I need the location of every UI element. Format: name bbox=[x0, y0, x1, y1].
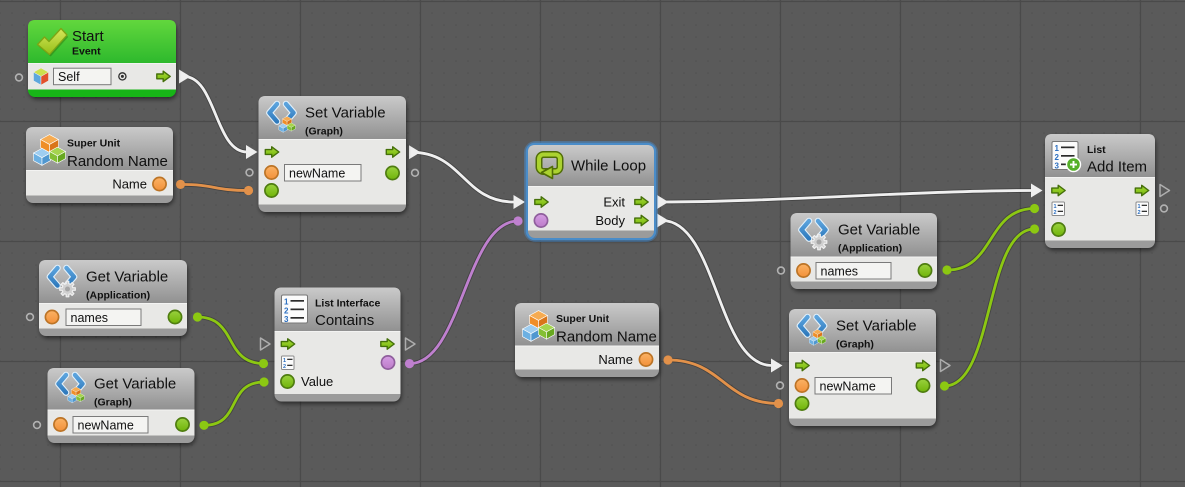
svg-text:Body: Body bbox=[595, 213, 625, 228]
svg-text:Random Name: Random Name bbox=[67, 153, 168, 170]
svg-text:Value: Value bbox=[301, 374, 333, 389]
svg-text:Contains: Contains bbox=[315, 312, 374, 329]
svg-text:(Graph): (Graph) bbox=[836, 339, 874, 351]
svg-text:Super Unit: Super Unit bbox=[67, 138, 121, 150]
svg-text:Event: Event bbox=[72, 46, 101, 58]
svg-text:Get Variable: Get Variable bbox=[86, 269, 168, 286]
svg-text:Set Variable: Set Variable bbox=[836, 318, 917, 335]
svg-text:While Loop: While Loop bbox=[571, 158, 646, 175]
svg-text:List: List bbox=[1087, 144, 1106, 156]
svg-text:Set Variable: Set Variable bbox=[305, 105, 386, 122]
svg-text:(Graph): (Graph) bbox=[94, 397, 132, 409]
svg-text:names: names bbox=[821, 264, 859, 278]
svg-text:Random Name: Random Name bbox=[556, 329, 657, 346]
svg-text:Name: Name bbox=[112, 177, 147, 192]
svg-text:Super Unit: Super Unit bbox=[556, 313, 610, 325]
svg-text:(Graph): (Graph) bbox=[305, 126, 343, 138]
svg-text:2: 2 bbox=[284, 307, 289, 316]
svg-text:1: 1 bbox=[284, 298, 289, 307]
svg-text:3: 3 bbox=[1055, 162, 1060, 171]
svg-text:Exit: Exit bbox=[603, 195, 625, 210]
svg-text:newName: newName bbox=[820, 379, 876, 393]
svg-text:1: 1 bbox=[1055, 144, 1060, 153]
svg-text:newName: newName bbox=[289, 166, 345, 180]
svg-text:Name: Name bbox=[598, 352, 633, 367]
svg-text:(Application): (Application) bbox=[86, 290, 150, 302]
svg-text:Add Item: Add Item bbox=[1087, 159, 1147, 176]
svg-text:Start: Start bbox=[72, 28, 105, 45]
svg-text:newName: newName bbox=[78, 418, 134, 432]
svg-text:names: names bbox=[71, 311, 109, 325]
svg-text:(Application): (Application) bbox=[838, 243, 902, 255]
svg-text:2: 2 bbox=[1055, 153, 1060, 162]
svg-text:3: 3 bbox=[284, 315, 289, 324]
svg-text:Get Variable: Get Variable bbox=[94, 376, 176, 393]
svg-text:List Interface: List Interface bbox=[315, 298, 381, 310]
svg-text:Get Variable: Get Variable bbox=[838, 222, 920, 239]
svg-text:Self: Self bbox=[58, 70, 80, 84]
